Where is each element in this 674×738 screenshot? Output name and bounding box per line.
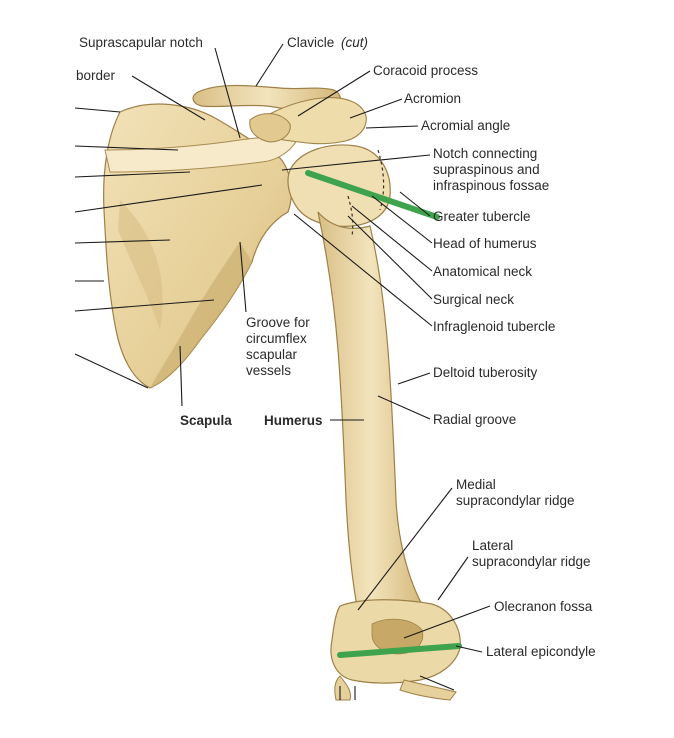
label-lateral-ridge-line-1: Lateral [472, 538, 513, 553]
label-acromial-angle: Acromial angle [421, 118, 510, 133]
label-groove-line-4: vessels [246, 363, 291, 378]
label-olecranon-fossa: Olecranon fossa [494, 599, 593, 614]
label-surgical-neck: Surgical neck [433, 292, 514, 307]
acromion-coracoid [249, 97, 367, 145]
label-infraglenoid-tubercle: Infraglenoid tubercle [433, 319, 555, 334]
label-greater-tubercle: Greater tubercle [433, 209, 531, 224]
label-anatomical-neck: Anatomical neck [433, 264, 532, 279]
label-deltoid-tuberosity: Deltoid tuberosity [433, 365, 538, 380]
label-medial-ridge-line-1: Medial [456, 477, 496, 492]
label-border: border [76, 68, 116, 83]
green-marker-greater-tubercle [305, 170, 440, 220]
label-clavicle-cut: (cut) [341, 35, 368, 50]
label-groove-line-2: circumflex [246, 331, 307, 346]
label-lateral-epicondyle: Lateral epicondyle [486, 644, 596, 659]
label-humerus: Humerus [264, 413, 323, 428]
label-radial-groove: Radial groove [433, 412, 516, 427]
label-medial-ridge-line-2: supracondylar ridge [456, 493, 575, 508]
label-groove-line-1: Groove for [246, 315, 310, 330]
label-notch-line-2: supraspinous and [433, 162, 540, 177]
label-clavicle: Clavicle (cut) [287, 35, 368, 50]
label-suprascapular-notch: Suprascapular notch [79, 35, 203, 50]
green-marker-lateral-epicondyle [337, 643, 462, 658]
label-coracoid-process: Coracoid process [373, 63, 478, 78]
label-notch-line-3: infraspinous fossae [433, 178, 549, 193]
label-notch-line-1: Notch connecting [433, 146, 537, 161]
leader-lines [74, 43, 491, 700]
label-acromion: Acromion [404, 91, 461, 106]
label-scapula: Scapula [180, 413, 232, 428]
label-lateral-ridge-line-2: supracondylar ridge [472, 554, 591, 569]
scapula-bone [103, 103, 301, 389]
label-head-of-humerus: Head of humerus [433, 236, 537, 251]
label-groove-line-3: scapular [246, 347, 298, 362]
label-clavicle-name: Clavicle [287, 35, 334, 50]
